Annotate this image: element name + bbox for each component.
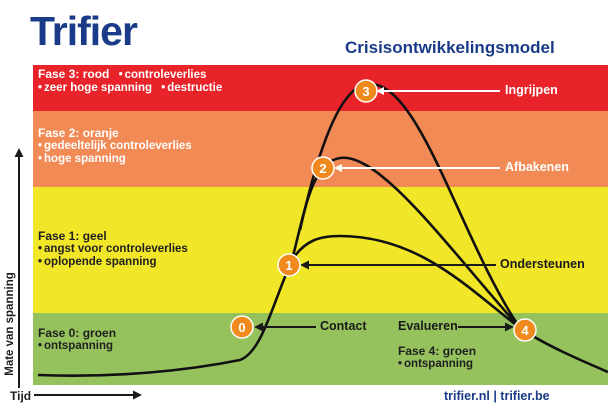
trifier-logo: Trifier	[30, 8, 138, 54]
step-marker-1: 1	[277, 253, 301, 277]
x-axis-label: Tijd	[10, 389, 32, 403]
phase-3-heading: Fase 3: rood	[38, 67, 110, 81]
phase-1-text: Fase 1: geel angst voor controleverlies …	[38, 230, 278, 269]
phase-4-text: Fase 4: groen ontspanning	[398, 345, 528, 371]
phase-0-heading: Fase 0: groen	[38, 326, 117, 340]
step-label-afbakenen: Afbakenen	[505, 160, 569, 174]
phase-3-item: controleverlies	[119, 69, 207, 81]
svg-text:2: 2	[319, 161, 326, 176]
phase-band-red	[33, 65, 608, 111]
phase-2-item: hoge spanning	[38, 153, 298, 166]
svg-text:3: 3	[362, 84, 369, 99]
step-marker-4: 4	[513, 318, 537, 342]
phase-1-heading: Fase 1: geel	[38, 229, 107, 243]
curve-to-phase-2	[290, 156, 521, 329]
step-label-ondersteunen: Ondersteunen	[500, 257, 585, 271]
svg-text:0: 0	[238, 320, 245, 335]
phase-0-text: Fase 0: groen ontspanning	[38, 327, 218, 353]
phase-2-item: gedeeltelijk controleverlies	[38, 140, 298, 153]
phase-4-item: ontspanning	[398, 358, 528, 371]
phase-4-heading: Fase 4: groen	[398, 344, 477, 358]
phase-1-item: oplopende spanning	[38, 256, 278, 269]
svg-text:1: 1	[285, 258, 292, 273]
phase-2-text: Fase 2: oranje gedeeltelijk controleverl…	[38, 127, 298, 166]
y-axis-label: Mate van spanning	[4, 272, 16, 376]
step-marker-2: 2	[311, 156, 335, 180]
step-marker-0: 0	[230, 315, 254, 339]
curve-to-phase-3	[298, 82, 522, 329]
phase-3-item: zeer hoge spanning	[38, 82, 152, 94]
step-label-evalueren: Evalueren	[398, 319, 458, 333]
footer-websites: trifier.nl | trifier.be	[444, 389, 550, 403]
step-label-contact: Contact	[320, 319, 367, 333]
phase-3-item: destructie	[161, 82, 222, 94]
phase-2-heading: Fase 2: oranje	[38, 126, 119, 140]
model-title: Crisisontwikkelingsmodel	[345, 38, 555, 57]
svg-text:4: 4	[521, 323, 529, 338]
step-marker-3: 3	[354, 79, 378, 103]
step-label-ingrijpen: Ingrijpen	[505, 83, 558, 97]
phase-1-item: angst voor controleverlies	[38, 243, 278, 256]
phase-3-text: Fase 3: rood controleverlies zeer hoge s…	[38, 68, 318, 95]
phase-0-item: ontspanning	[38, 340, 218, 353]
